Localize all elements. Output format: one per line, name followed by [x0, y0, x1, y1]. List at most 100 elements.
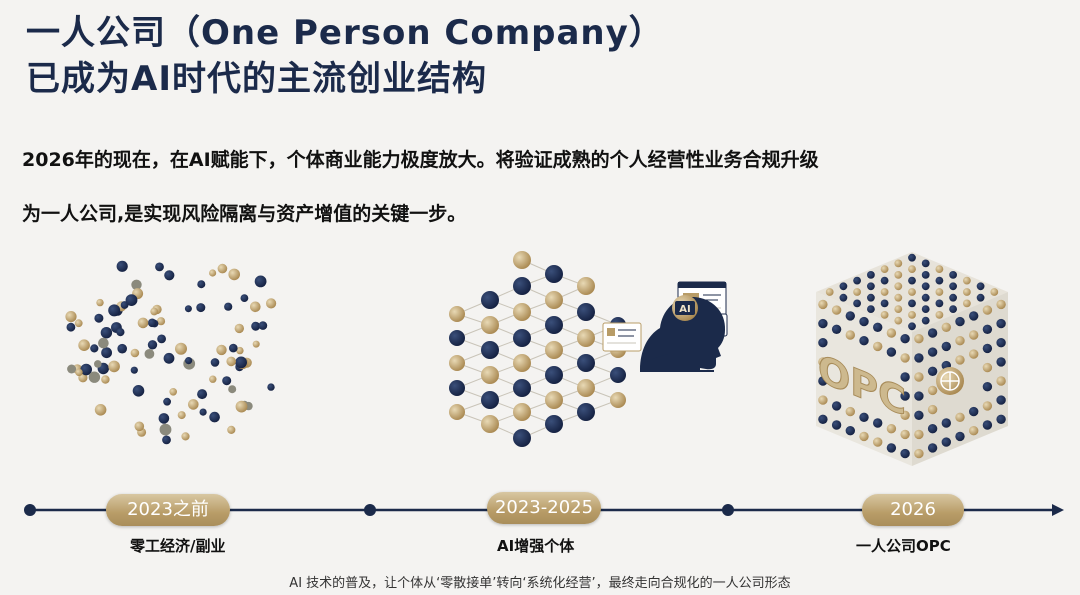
network-node — [577, 354, 595, 372]
cube-dot — [982, 420, 993, 430]
scattered-dots-illustration — [65, 260, 277, 445]
cube-dot — [818, 338, 828, 348]
cube-dot — [935, 265, 944, 273]
stage-3-period: 2026 — [862, 494, 964, 526]
scatter-dot — [144, 349, 155, 359]
scatter-dot — [94, 313, 104, 323]
cube-dot — [914, 334, 924, 344]
cube-dot — [969, 426, 979, 436]
network-node — [449, 330, 465, 346]
scatter-dot — [150, 307, 159, 316]
cube-dot — [921, 271, 930, 279]
scatter-dot — [254, 275, 267, 288]
scatter-dot — [266, 298, 277, 309]
cube-dot — [900, 391, 910, 401]
scatter-dot — [229, 343, 238, 353]
cube-dot — [941, 341, 951, 352]
cube-dot — [908, 311, 916, 319]
cube-dot — [873, 322, 883, 332]
cube-dot — [914, 448, 924, 459]
cube-dot — [831, 324, 842, 334]
intro-paragraph: 2026年的现在，在AI赋能下，个体商业能力极度放大。将验证成熟的个人经营性业务… — [22, 147, 1072, 227]
stage-3-label: 一人公司OPC — [856, 537, 951, 555]
cube-dot — [963, 299, 971, 308]
cube-dot — [949, 282, 957, 291]
cube-dot — [900, 372, 910, 382]
scatter-dot — [134, 421, 145, 432]
scatter-dot — [227, 425, 236, 434]
cube-dot — [886, 443, 897, 453]
footer-caption: AI 技术的普及，让个体从‘零散接单’转向‘系统化经营’，最终走向合规化的一人公… — [289, 576, 791, 591]
cube-dot — [996, 357, 1006, 367]
cube-dot — [873, 418, 883, 428]
scatter-dot — [164, 270, 175, 281]
cube-dot — [963, 288, 971, 296]
intro-line-2: 为一人公司,是实现风险隔离与资产增值的关键一步。 — [22, 203, 467, 225]
network-node — [449, 380, 465, 396]
network-node — [449, 355, 465, 371]
cube-dot — [853, 299, 861, 308]
scatter-dot — [236, 346, 244, 355]
cube-dot — [996, 299, 1006, 310]
cube-dot — [880, 299, 889, 308]
cube-dot — [969, 330, 979, 340]
scatter-dot — [78, 339, 90, 351]
network-node — [577, 379, 595, 397]
cube-dot — [886, 347, 897, 357]
cube-dot — [818, 318, 828, 329]
scatter-dot — [250, 301, 261, 313]
cube-dot — [873, 341, 883, 352]
scatter-dot — [184, 305, 192, 313]
scatter-dot — [209, 411, 220, 423]
scatter-dot — [65, 311, 77, 323]
cube-dot — [839, 282, 848, 291]
title-line-1: 一人公司（One Person Company） — [26, 13, 664, 53]
cube-dot — [900, 334, 910, 344]
cube-dot — [845, 406, 855, 417]
scatter-dot — [156, 317, 166, 326]
cube-dot — [867, 271, 875, 279]
scatter-dot — [101, 347, 112, 359]
cube-dot — [845, 330, 855, 340]
scatter-dot — [88, 371, 101, 383]
network-node — [513, 403, 531, 421]
scatter-dot — [251, 321, 261, 331]
cube-dot — [921, 259, 930, 268]
cube-dot — [963, 276, 971, 285]
page-title: 一人公司（One Person Company） 已成为AI时代的主流创业结构 — [26, 10, 664, 102]
cube-dot — [935, 299, 944, 308]
cube-dot — [908, 253, 916, 262]
scatter-dot — [158, 413, 170, 424]
scatter-dot — [94, 360, 102, 368]
cube-dot — [900, 410, 910, 420]
stage-illustrations: AI OPC — [65, 251, 1008, 466]
cube-dot — [914, 372, 924, 382]
cube-dot — [921, 316, 930, 325]
cube-dot — [894, 293, 903, 302]
cube-dot — [914, 353, 924, 363]
timeline-dot — [364, 504, 376, 516]
cube-dot — [969, 311, 979, 321]
scatter-dot — [66, 322, 76, 332]
document-card-icon — [602, 322, 642, 352]
cube-dot — [969, 349, 979, 359]
network-node — [449, 404, 465, 420]
scatter-dot — [235, 400, 248, 413]
scatter-dot — [226, 356, 236, 367]
cube-dot — [914, 410, 924, 420]
cube-dot — [894, 316, 903, 325]
network-node — [545, 415, 563, 433]
scatter-dot — [100, 327, 113, 339]
cube-dot — [921, 305, 930, 313]
network-node — [545, 366, 563, 384]
network-node — [449, 306, 465, 322]
scatter-dot — [175, 342, 187, 355]
scatter-dot — [267, 383, 275, 391]
cube-dot — [927, 443, 938, 453]
timeline-dot — [24, 504, 36, 516]
network-node — [481, 366, 499, 384]
cube-dot — [880, 276, 889, 285]
scatter-dot — [188, 399, 199, 410]
scatter-dot — [177, 411, 186, 420]
cube-dot — [831, 420, 842, 430]
